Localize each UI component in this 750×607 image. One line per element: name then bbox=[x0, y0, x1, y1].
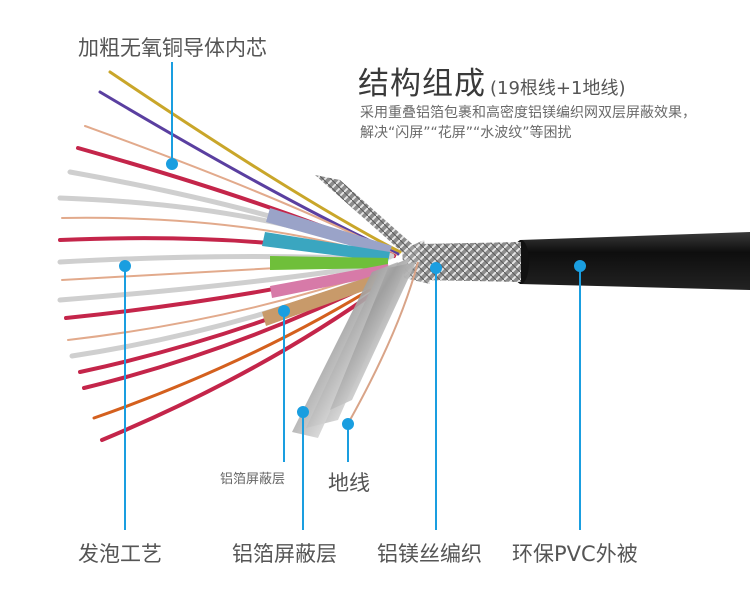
label-pvc-jacket: 环保PVC外被 bbox=[512, 542, 638, 566]
callout-dot-foam bbox=[119, 260, 131, 272]
callout-dot-foil-small bbox=[278, 305, 290, 317]
callout-dot-braid bbox=[430, 262, 442, 274]
ground-wire bbox=[349, 261, 419, 421]
subtitle-text: (19根线+1地线) bbox=[490, 78, 626, 99]
callout-dot-conductor bbox=[166, 158, 178, 170]
label-braid: 铝镁丝编织 bbox=[377, 542, 482, 566]
description-text: 采用重叠铝箔包裹和高密度铝镁编织网双层屏蔽效果，解决“闪屏”“花屏”“水波纹”等… bbox=[360, 105, 696, 141]
callout-dot-ground bbox=[342, 418, 354, 430]
title-text: 结构组成 bbox=[358, 66, 486, 102]
label-foil-shield: 铝箔屏蔽层 bbox=[232, 542, 337, 566]
foil-shields bbox=[292, 258, 416, 438]
label-conductor-core: 加粗无氧铜导体内芯 bbox=[78, 36, 267, 60]
callout-dot-jacket bbox=[574, 260, 586, 272]
label-foil-shield-small: 铝箔屏蔽层 bbox=[220, 472, 286, 487]
braid-shield bbox=[420, 242, 521, 282]
braid-strand-top bbox=[315, 175, 412, 252]
title-block: 结构组成(19根线+1地线) bbox=[358, 58, 625, 103]
pvc-jacket bbox=[516, 232, 750, 290]
callout-dot-foil bbox=[297, 406, 309, 418]
callouts bbox=[119, 62, 586, 530]
twisted-pairs bbox=[262, 208, 394, 326]
label-foam-insulation: 发泡工艺 bbox=[78, 542, 162, 566]
label-ground-wire: 地线 bbox=[328, 471, 370, 495]
